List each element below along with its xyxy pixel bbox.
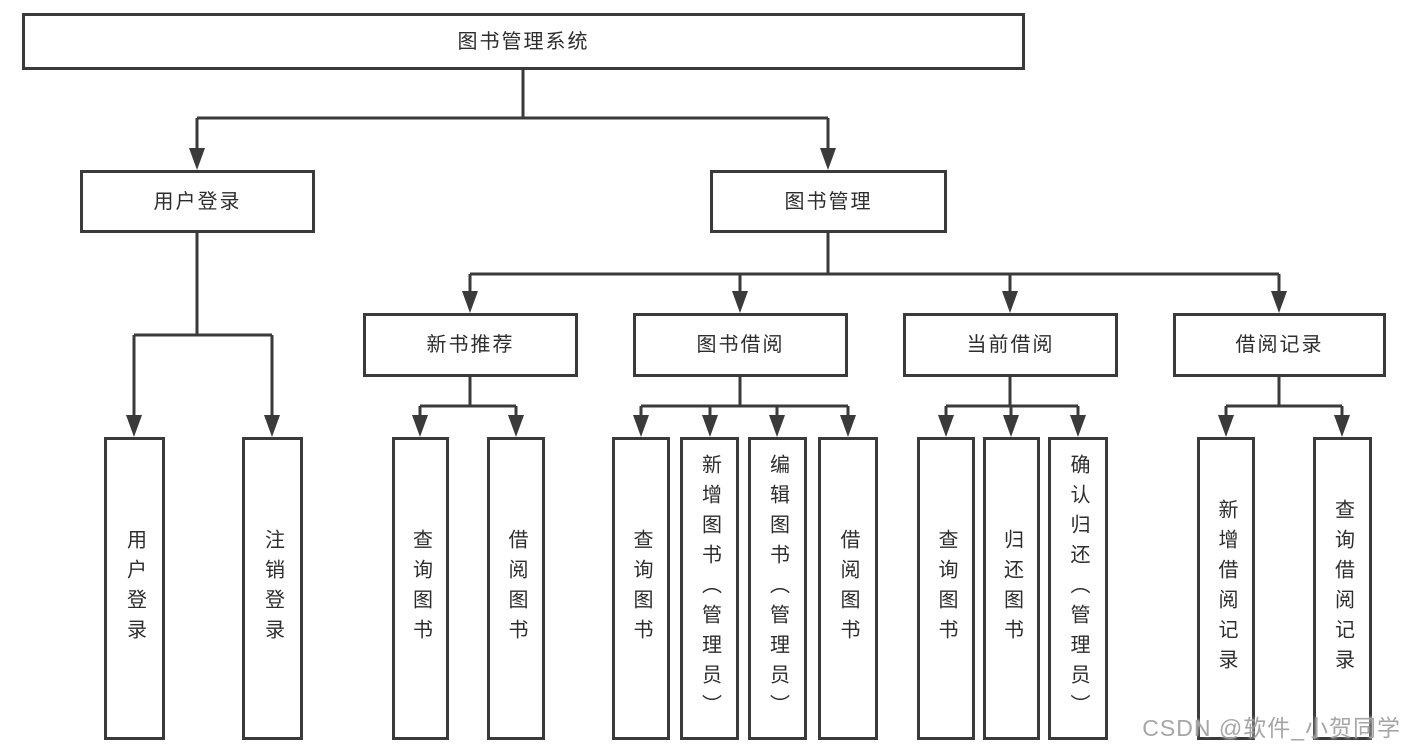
node-label: 用户登录 xyxy=(153,190,242,213)
node-logout: 注销登录 xyxy=(242,437,303,740)
node-borrowing-records: 借阅记录 xyxy=(1173,313,1386,377)
node-add-borrow-record: 新增借阅记录 xyxy=(1197,437,1255,740)
csdn-watermark: CSDN @软件_小贺同学 xyxy=(1142,715,1401,741)
node-label: 新增借阅记录 xyxy=(1215,498,1237,679)
node-return-books: 归还图书 xyxy=(983,437,1040,740)
node-new-book-recommendation: 新书推荐 xyxy=(363,313,578,377)
node-label: 新书推荐 xyxy=(426,334,515,356)
node-label: 确认归还（管理员） xyxy=(1067,453,1089,724)
node-label: 查询借阅记录 xyxy=(1331,498,1354,679)
node-edit-books-admin: 编辑图书（管理员） xyxy=(748,437,807,740)
node-label: 注销登录 xyxy=(261,528,284,649)
node-book-management: 图书管理 xyxy=(710,170,947,233)
node-confirm-return-admin: 确认归还（管理员） xyxy=(1048,437,1108,740)
node-label: 图书借阅 xyxy=(696,334,785,356)
node-book-borrowing: 图书借阅 xyxy=(633,313,848,377)
node-label: 借阅图书 xyxy=(837,528,859,649)
node-label: 查询图书 xyxy=(630,528,652,649)
node-label: 查询图书 xyxy=(409,528,432,649)
node-label: 编辑图书（管理员） xyxy=(766,453,789,724)
node-query-books-borrowing: 查询图书 xyxy=(612,437,670,740)
node-borrow-books-recommend: 借阅图书 xyxy=(487,437,545,740)
connector-strokes xyxy=(132,69,1344,419)
node-user-login-leaf: 用户登录 xyxy=(104,437,165,740)
node-query-books-current: 查询图书 xyxy=(917,437,975,740)
node-label: 图书管理 xyxy=(784,190,873,213)
node-label: 借阅图书 xyxy=(505,528,527,649)
node-label: 归还图书 xyxy=(1000,528,1023,649)
node-query-borrow-record: 查询借阅记录 xyxy=(1313,437,1372,740)
arrowheads xyxy=(126,148,1350,437)
node-label: 借阅记录 xyxy=(1235,334,1324,356)
node-current-borrowing: 当前借阅 xyxy=(903,313,1118,377)
node-label: 新增图书（管理员） xyxy=(698,453,721,724)
node-label: 查询图书 xyxy=(935,528,957,649)
node-label: 当前借阅 xyxy=(966,334,1055,356)
node-library-management-system: 图书管理系统 xyxy=(22,13,1025,70)
node-label: 用户登录 xyxy=(123,528,146,649)
node-label: 图书管理系统 xyxy=(457,30,590,53)
node-user-login-group: 用户登录 xyxy=(80,170,315,233)
node-query-books-recommend: 查询图书 xyxy=(392,437,449,740)
node-borrow-books-borrowing: 借阅图书 xyxy=(818,437,878,740)
node-add-books-admin: 新增图书（管理员） xyxy=(680,437,739,740)
